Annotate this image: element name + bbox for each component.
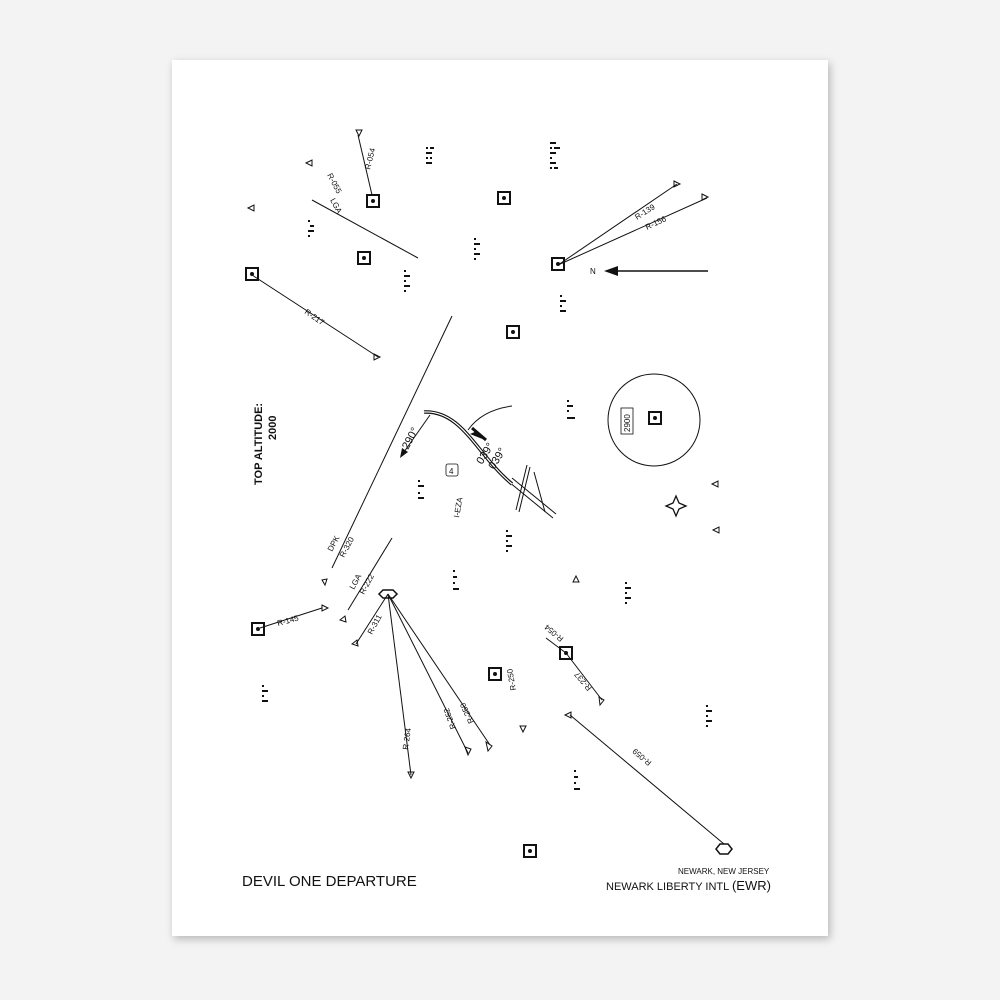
- top-altitude-value: 2000: [267, 416, 279, 440]
- vor-hexagon-icon: [715, 843, 733, 855]
- vor-box-icon: [559, 646, 573, 660]
- radial-label: R-054: [542, 622, 565, 643]
- radial-label: R-252: [442, 706, 458, 730]
- radial-line-r217: [251, 274, 379, 358]
- ndb-icon: [664, 494, 688, 518]
- north-label: N: [590, 267, 596, 276]
- heading-290-line: [403, 414, 431, 453]
- radial-label: R-250: [505, 668, 518, 692]
- vor-box-icon: [245, 267, 259, 281]
- chart-title: DEVIL ONE DEPARTURE: [242, 873, 417, 890]
- radial-label: R-145: [276, 613, 300, 627]
- radial-line-r320: [331, 315, 453, 569]
- vor-box-icon: [648, 411, 662, 425]
- radial-line-r222: [347, 537, 393, 611]
- msa-circle: [607, 373, 701, 467]
- radial-line-r059: [569, 714, 725, 845]
- vor-box-icon: [551, 257, 565, 271]
- radial-label: R-264: [401, 727, 413, 750]
- radial-line-r237: [565, 652, 603, 701]
- radial-line-r250: [387, 593, 491, 746]
- radial-line-r054-low: [545, 637, 567, 654]
- radial-label: R-217: [303, 307, 326, 327]
- runway-number-box: [445, 463, 459, 477]
- radial-label: LGA: [328, 197, 344, 216]
- vor-box-icon: [366, 194, 380, 208]
- vor-box-icon: [506, 325, 520, 339]
- radial-line-r264: [387, 593, 412, 776]
- radial-line-r055: [311, 199, 419, 259]
- radial-label: R-156: [644, 214, 668, 232]
- radial-label: R-250: [458, 701, 476, 725]
- departure-arc: [467, 405, 513, 431]
- radial-line-r252: [387, 593, 469, 754]
- vor-box-icon: [497, 191, 511, 205]
- vor-box-icon: [251, 622, 265, 636]
- radial-line-r139: [557, 183, 678, 266]
- airport-name: NEWARK LIBERTY INTL (EWR): [606, 878, 771, 893]
- vor-box-icon: [488, 667, 502, 681]
- radial-line-r156: [557, 197, 708, 266]
- north-arrowhead-icon: [604, 266, 618, 276]
- morse-idents: [262, 142, 712, 790]
- runway-diagram: [508, 464, 557, 519]
- radial-line-r054: [357, 134, 373, 196]
- chart-sheet: R-054 LGA R-055 R-139 R-156 R-217 N 2900…: [172, 60, 828, 936]
- radial-label: R-054: [363, 147, 377, 171]
- msa-altitude: 2900: [623, 414, 632, 432]
- airport-code: (EWR): [732, 878, 771, 893]
- radial-label: R-055: [325, 172, 343, 196]
- arrowhead-icon: [400, 448, 408, 458]
- radial-label: R-059: [630, 746, 653, 767]
- fix-triangles: [246, 129, 720, 780]
- runway-number: 4: [449, 467, 454, 476]
- top-altitude-label: TOP ALTITUDE:: [253, 403, 265, 485]
- heading-label: 290°: [400, 426, 421, 452]
- vor-box-icon: [357, 251, 371, 265]
- localizer-label: I-EZA: [452, 496, 465, 518]
- airport-label: NEWARK LIBERTY INTL: [606, 881, 729, 893]
- radial-line-r145: [259, 607, 323, 629]
- vor-box-icon: [523, 844, 537, 858]
- location-label: NEWARK, NEW JERSEY: [678, 867, 770, 876]
- vor-hexagon-icon: [377, 589, 399, 599]
- departure-diagram: R-054 LGA R-055 R-139 R-156 R-217 N 2900…: [242, 129, 771, 893]
- radial-line-r311: [355, 593, 389, 645]
- radial-label: R-237: [572, 670, 593, 693]
